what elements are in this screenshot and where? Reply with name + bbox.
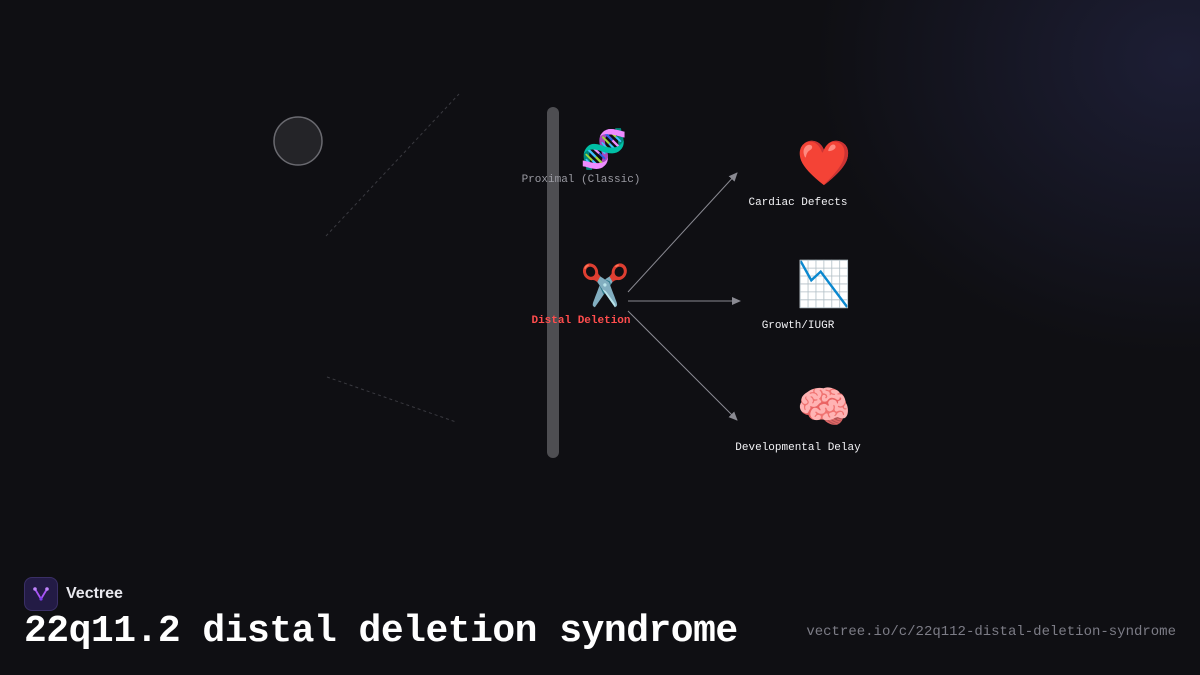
dna-icon: 🧬	[580, 127, 628, 171]
distal-deletion-label: Distal Deletion	[531, 315, 631, 327]
scissors-icon: ✂️	[580, 263, 630, 309]
brand: Vectree	[24, 577, 123, 611]
brand-name: Vectree	[66, 585, 123, 602]
chromosome-bar	[547, 107, 559, 458]
dashed-guide-line-upper	[325, 93, 460, 237]
cardiac-defects-label: Cardiac Defects	[748, 197, 848, 209]
brain-icon: 🧠	[796, 382, 852, 433]
growth-iugr-label: Growth/IUGR	[761, 320, 835, 332]
arrow-distal-to-development	[627, 310, 738, 421]
vectree-logo-icon	[24, 577, 58, 611]
developmental-delay-label: Developmental Delay	[735, 442, 861, 454]
arrow-distal-to-cardiac	[627, 172, 738, 293]
proximal-classic-label: Proximal (Classic)	[521, 174, 641, 186]
page-title: 22q11.2 distal deletion syndrome	[24, 610, 738, 653]
chart-decreasing-icon: 📉	[796, 259, 852, 310]
placeholder-node-circle	[273, 116, 323, 166]
heart-icon: ❤️	[796, 138, 852, 189]
page-url-link[interactable]: vectree.io/c/22q112-distal-deletion-synd…	[806, 624, 1176, 640]
dashed-guide-line-lower	[326, 376, 457, 423]
